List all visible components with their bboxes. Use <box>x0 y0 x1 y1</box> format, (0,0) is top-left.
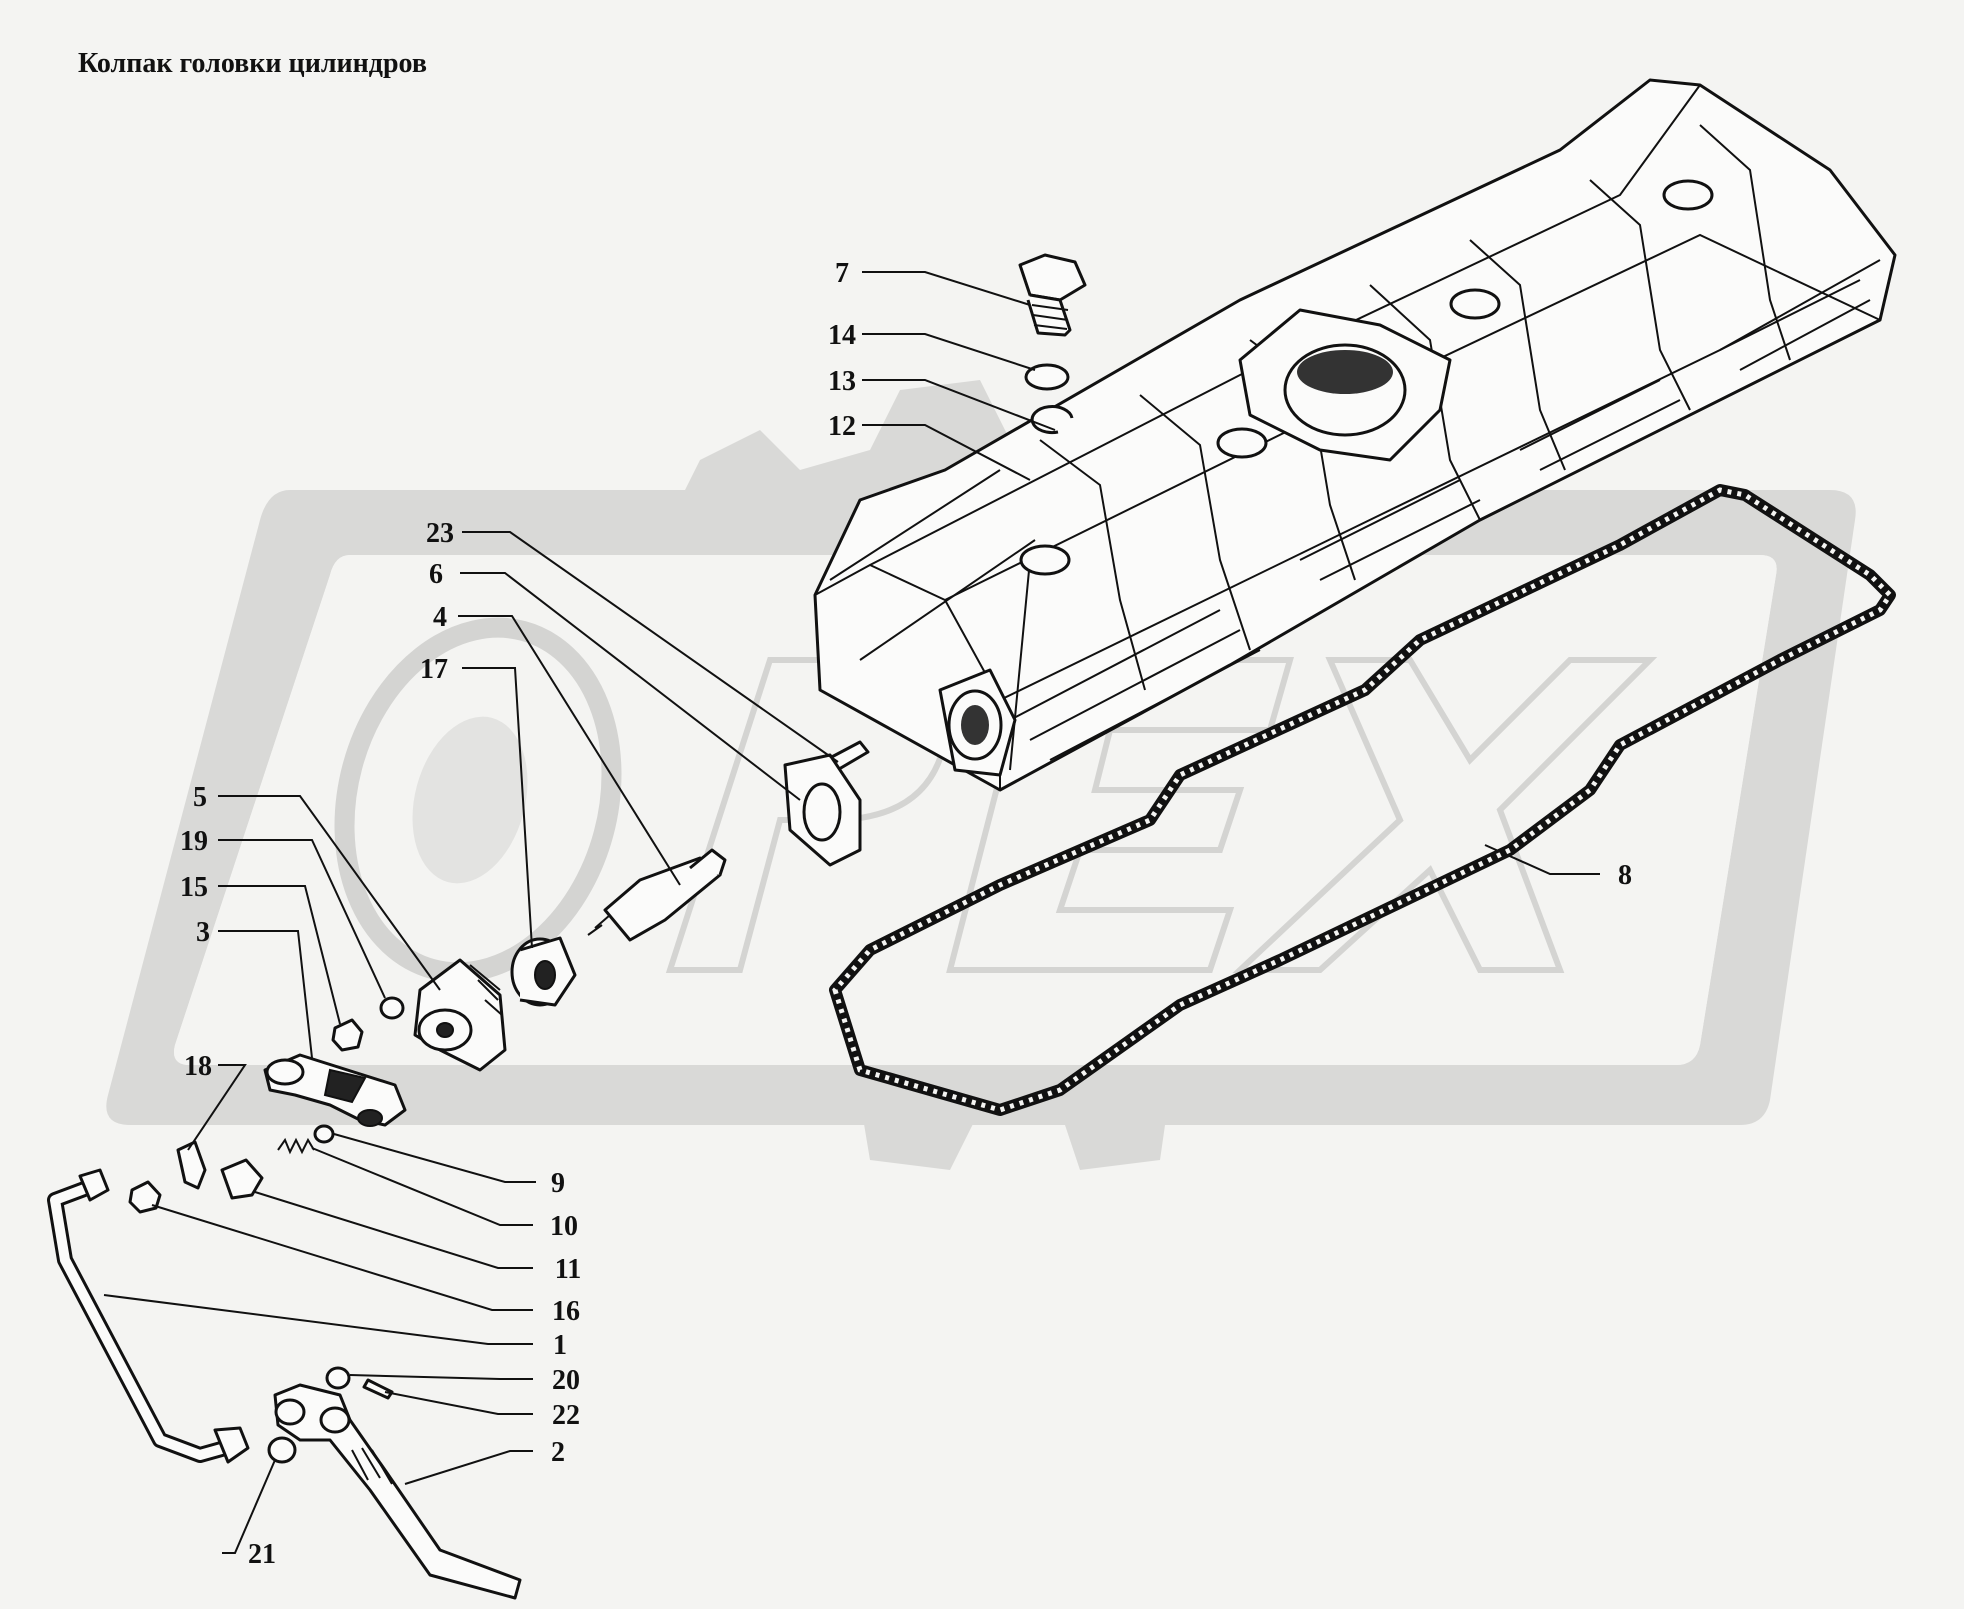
callout-9: 9 <box>551 1168 565 1199</box>
part-11-bushing <box>220 1158 264 1200</box>
part-12-valve-cover <box>813 78 1897 792</box>
callout-3: 3 <box>196 917 210 948</box>
cover-bolt-hole-1 <box>1019 544 1071 576</box>
callout-15: 15 <box>180 872 208 903</box>
callout-14: 14 <box>828 320 856 351</box>
part-1-rod <box>47 1177 233 1463</box>
callout-4: 4 <box>433 602 447 633</box>
page-title: Колпак головки цилиндров <box>78 48 427 79</box>
callout-2: 2 <box>551 1437 565 1468</box>
part-17-seal <box>510 936 577 1007</box>
part-14-washer <box>1024 363 1070 391</box>
cover-bolt-hole-3 <box>1449 288 1501 320</box>
watermark-frame <box>106 490 1856 1125</box>
callout-12: 12 <box>828 411 856 442</box>
callout-11: 11 <box>555 1254 581 1285</box>
callout-16: 16 <box>552 1296 580 1327</box>
part-8-gasket <box>829 484 1896 1116</box>
callout-13: 13 <box>828 366 856 397</box>
part-7-bolt <box>1018 253 1087 337</box>
part-18-clip <box>176 1140 207 1190</box>
watermark-letter-x <box>1232 657 1658 973</box>
part-4-pin <box>587 848 727 942</box>
cover-bolt-hole-4 <box>1662 179 1714 211</box>
callout-1: 1 <box>553 1330 567 1361</box>
cover-bolt-hole-2 <box>1216 427 1268 459</box>
part-9-pin <box>313 1124 335 1144</box>
part-2-pedal-arm <box>273 1383 522 1600</box>
part-22-pin <box>362 1378 394 1400</box>
part-19-washer <box>379 996 405 1020</box>
watermark-letter-o <box>334 617 622 983</box>
part-6-flange <box>783 753 862 867</box>
callout-21: 21 <box>248 1539 276 1570</box>
callout-labels: 7 14 13 12 23 6 4 17 5 19 15 3 18 8 9 10… <box>180 258 1632 1570</box>
callout-6: 6 <box>429 559 443 590</box>
part-20-washer <box>325 1366 351 1390</box>
callout-23: 23 <box>426 518 454 549</box>
part-15-nut <box>331 1018 364 1052</box>
part-10-spring <box>277 1137 315 1155</box>
part-3-lever <box>263 1053 407 1127</box>
callout-7: 7 <box>835 258 849 289</box>
callout-20: 20 <box>552 1365 580 1396</box>
part-16-nut <box>128 1180 162 1214</box>
callout-17: 17 <box>420 654 448 685</box>
callout-22: 22 <box>552 1400 580 1431</box>
part-21-washer <box>267 1436 297 1464</box>
callout-8: 8 <box>1618 860 1632 891</box>
callout-10: 10 <box>550 1211 578 1242</box>
callout-18: 18 <box>184 1051 212 1082</box>
callout-19: 19 <box>180 826 208 857</box>
leader-lines <box>103 271 1600 1554</box>
callout-5: 5 <box>193 782 207 813</box>
